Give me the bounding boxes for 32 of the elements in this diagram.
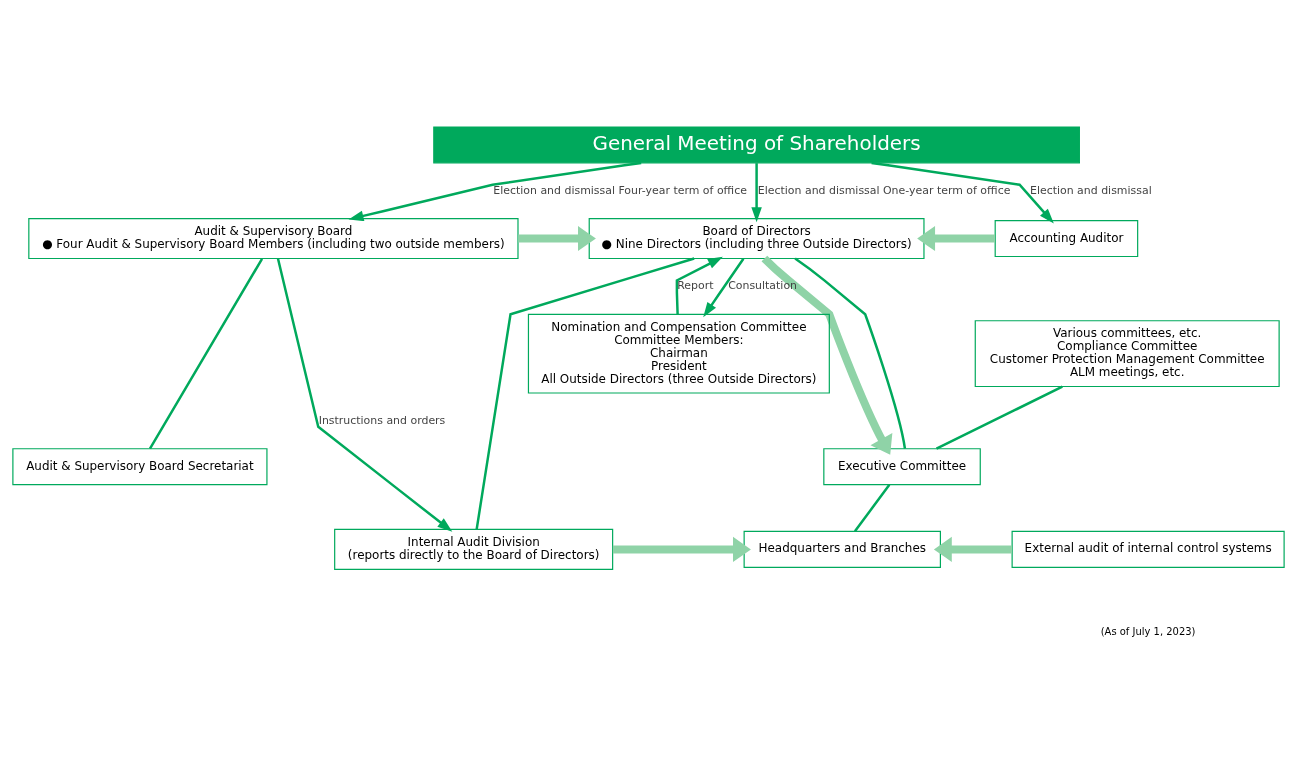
node-box: Accounting Auditor <box>994 220 1139 258</box>
edge-label: Instructions and orders <box>318 413 446 427</box>
edge-label: Election and dismissal One-year term of office <box>757 183 1011 197</box>
node-box: Board of Directors ● Nine Directors (including three Outside Directors) <box>588 218 925 260</box>
node-box: Various committees, etc. Compliance Committee Customer Protection Management Committee ALM meetings, etc. <box>974 320 1280 388</box>
arrow <box>751 163 762 223</box>
label: (As of July 1, 2023) <box>1100 625 1196 637</box>
connector <box>794 257 907 449</box>
edge-label: Report <box>677 279 714 293</box>
connector <box>148 258 264 450</box>
edge-label: Election and dismissal Four-year term of office <box>493 183 747 197</box>
arrow <box>276 258 453 532</box>
node-box: Audit & Supervisory Board Secretariat <box>12 448 268 486</box>
arrow <box>761 255 893 455</box>
connector <box>475 257 695 530</box>
arrow <box>933 536 1012 562</box>
node-box: Nomination and Compensation Committee Committee Members: Chairman President All Outside Directors (three Outside Directors) <box>527 313 830 394</box>
arrow <box>518 226 596 252</box>
arrow <box>871 161 1054 224</box>
node-box: External audit of internal control systems <box>1011 530 1285 568</box>
node-box: Headquarters and Branches <box>743 530 941 568</box>
arrow <box>917 226 995 252</box>
connector <box>935 385 1063 450</box>
node-box: General Meeting of Shareholders <box>433 126 1080 164</box>
arrow <box>348 161 642 222</box>
arrow <box>703 258 745 318</box>
connector <box>853 484 891 533</box>
node-box: Executive Committee <box>823 448 981 486</box>
node-box: Internal Audit Division (reports directly to the Board of Directors) <box>334 528 614 570</box>
arrow <box>675 256 723 315</box>
node-box: Audit & Supervisory Board ● Four Audit & Supervisory Board Members (including two outside members) <box>28 218 519 260</box>
edge-label: Election and dismissal <box>1029 183 1152 197</box>
